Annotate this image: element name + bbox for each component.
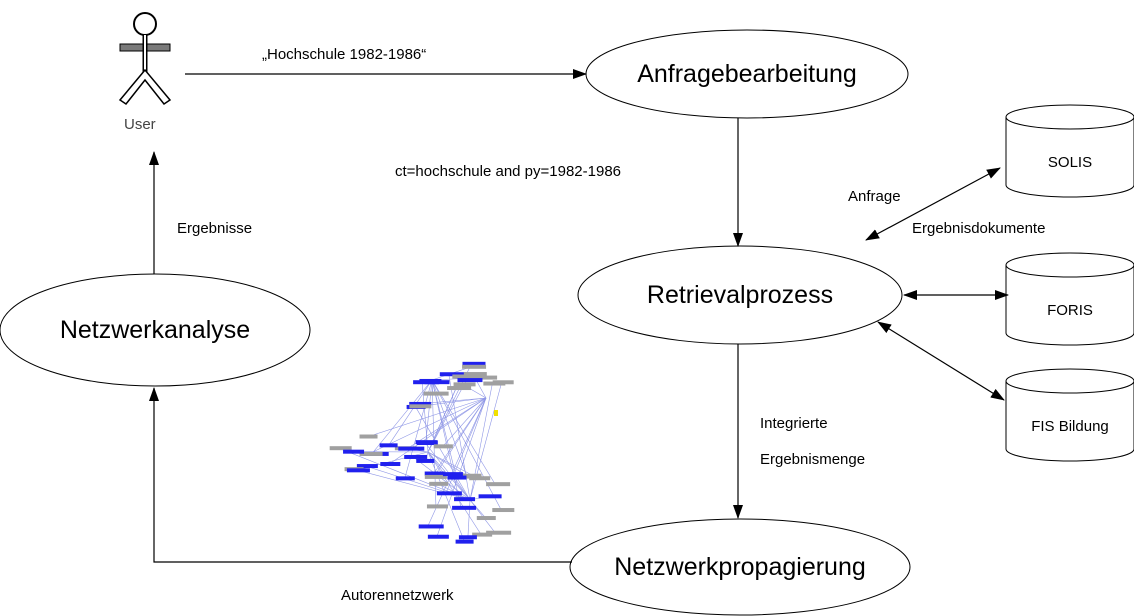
retrievalprozess-label: Retrievalprozess xyxy=(646,280,834,309)
arrow-retrieval-fisbildung xyxy=(877,321,1005,401)
network-edge xyxy=(427,451,487,519)
network-node xyxy=(452,505,477,510)
network-node xyxy=(426,504,448,509)
user-label: User xyxy=(124,116,156,133)
network-edge xyxy=(467,499,471,538)
network-edge xyxy=(389,397,487,465)
netzwerkpropagierung-label: Netzwerkpropagierung xyxy=(614,552,866,581)
network-edge xyxy=(371,379,433,455)
network-edge xyxy=(368,397,487,437)
network-node xyxy=(462,364,487,369)
netzwerkanalyse-label: Netzwerkanalyse xyxy=(59,315,251,344)
network-node xyxy=(346,468,370,473)
network-node xyxy=(478,494,502,499)
network-node xyxy=(424,471,445,476)
network-node xyxy=(395,476,415,481)
network-edge xyxy=(436,397,487,537)
edge-label-ergebnisse: Ergebnisse xyxy=(177,220,253,237)
author-network-thumbnail xyxy=(329,361,515,544)
network-edge xyxy=(415,406,471,501)
network-node xyxy=(419,378,442,383)
network-node xyxy=(483,381,506,386)
database-fis-bildung-label: FIS Bildung xyxy=(1031,417,1109,435)
network-edge xyxy=(431,379,468,477)
network-edge xyxy=(388,379,433,446)
network-node xyxy=(416,441,438,446)
database-solis-icon xyxy=(1005,104,1134,198)
edge-label-anfrage: Anfrage xyxy=(848,188,901,205)
network-node xyxy=(436,491,462,496)
edge-label-query: „Hochschule 1982-1986“ xyxy=(262,46,427,63)
network-edge xyxy=(425,379,433,444)
network-node xyxy=(442,472,463,477)
network-node xyxy=(457,378,483,383)
database-foris-icon xyxy=(1005,252,1134,346)
network-node xyxy=(458,535,477,540)
network-node xyxy=(418,524,444,529)
network-node xyxy=(452,374,477,379)
database-foris-label: FORIS xyxy=(1047,301,1093,319)
network-node xyxy=(380,462,401,467)
edge-label-integrierte: Integrierte xyxy=(760,415,828,432)
edge-label-ergebnismenge: Ergebnismenge xyxy=(760,451,866,468)
network-node xyxy=(439,372,466,377)
network-node xyxy=(427,534,449,539)
network-node xyxy=(398,446,425,451)
network-node xyxy=(486,482,511,487)
network-edge xyxy=(404,379,433,479)
network-node xyxy=(462,361,486,366)
network-edge xyxy=(431,379,462,508)
network-node xyxy=(458,474,480,479)
network-node xyxy=(359,451,383,456)
network-edge xyxy=(433,397,487,478)
database-solis-label: SOLIS xyxy=(1047,153,1093,171)
network-node xyxy=(476,516,496,521)
network-edge xyxy=(469,382,502,501)
network-edge xyxy=(427,379,467,453)
database-fis-bildung-icon xyxy=(1005,368,1134,462)
network-node xyxy=(454,497,476,502)
edge-label-ct-query: ct=hochschule and py=1982-1986 xyxy=(395,163,622,180)
network-edge xyxy=(424,441,471,501)
netzwerkanalyse-ellipse xyxy=(0,273,311,387)
network-node xyxy=(463,372,487,377)
network-edge xyxy=(469,383,493,501)
network-node xyxy=(379,443,398,448)
network-edge xyxy=(431,379,502,511)
edge-label-ergebnisdokumente: Ergebnisdokumente xyxy=(912,220,1046,237)
network-node xyxy=(423,391,449,396)
network-node xyxy=(429,481,449,486)
netzwerkpropagierung-ellipse xyxy=(569,518,911,616)
network-node xyxy=(453,382,476,387)
network-node xyxy=(433,444,453,449)
network-edge xyxy=(427,451,465,542)
arrow-propagierung-to-analyse xyxy=(149,387,572,563)
network-node xyxy=(472,532,493,537)
network-node xyxy=(447,386,472,391)
network-node xyxy=(486,530,512,535)
edge-label-autorennetzwerk: Autorennetzwerk xyxy=(341,587,454,604)
anfragebearbeitung-label: Anfragebearbeitung xyxy=(637,59,857,88)
network-node xyxy=(473,375,498,380)
network-node xyxy=(416,458,435,463)
network-node xyxy=(356,464,378,469)
network-node xyxy=(409,401,432,406)
network-node xyxy=(447,475,467,480)
network-node xyxy=(492,508,515,513)
network-node xyxy=(494,410,498,416)
network-node xyxy=(469,476,491,481)
network-node xyxy=(343,449,365,454)
network-node xyxy=(409,404,432,409)
user-actor-icon xyxy=(118,12,172,106)
network-node xyxy=(359,434,378,439)
network-node xyxy=(455,539,474,544)
network-edge xyxy=(442,397,487,447)
network-node xyxy=(404,454,428,459)
network-edge xyxy=(431,379,457,478)
network-node xyxy=(424,474,447,479)
arrow-retrieval-solis xyxy=(865,167,1001,241)
network-node xyxy=(329,446,352,451)
